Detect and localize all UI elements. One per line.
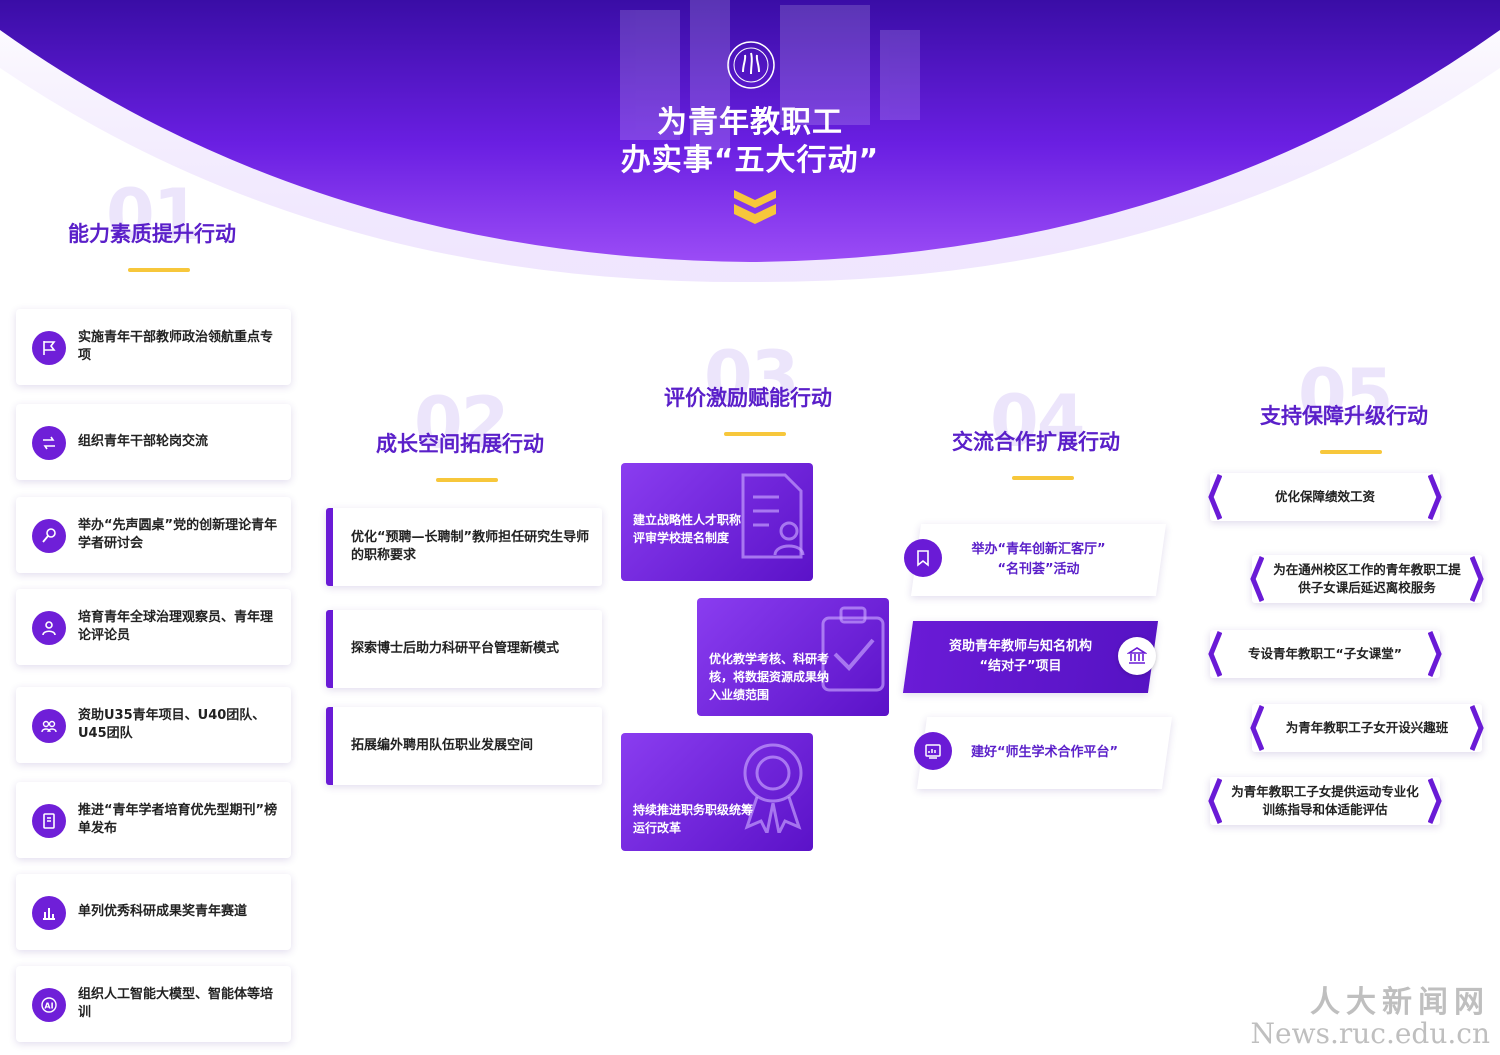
section-number-01: 01 [106, 174, 201, 256]
item-text: 为青年教职工子女提供运动专业化训练指导和体适能评估 [1231, 784, 1419, 817]
item-text: 优化“预聘—长聘制”教师担任研究生导师的职称要求 [351, 530, 590, 563]
section-03-item-1: 建立战略性人才职称评审学校提名制度 [621, 463, 813, 581]
item-text: 专设青年教职工“子女课堂” [1248, 646, 1402, 661]
section-05-item-5: 为青年教职工子女提供运动专业化训练指导和体适能评估 [1208, 777, 1442, 825]
section-number-03: 03 [704, 336, 799, 418]
section-01-item-1: 实施青年干部教师政治领航重点专项 [16, 309, 291, 385]
dashboard-icon [914, 732, 952, 770]
item-text: 优化教学考核、科研考核，将数据资源成果纳入业绩范围 [709, 652, 830, 702]
section-number-02: 02 [414, 382, 509, 464]
clipboard-check-icon [821, 606, 885, 692]
section-01-item-6: 推进“青年学者培育优先型期刊”榜单发布 [16, 782, 291, 858]
section-02-item-2: 探索博士后助力科研平台管理新模式 [326, 610, 602, 688]
chevron-down-icon [734, 190, 776, 224]
item-text: 推进“青年学者培育优先型期刊”榜单发布 [78, 803, 278, 836]
item-text: 资助U35青年项目、U40团队、U45团队 [78, 708, 266, 741]
bar-chart-icon [32, 896, 66, 930]
item-text-line-1: 举办“青年创新汇客厅” [971, 542, 1106, 557]
item-text-line-2: “结对子”项目 [979, 659, 1062, 674]
person-icon [32, 611, 66, 645]
item-text: 为青年教职工子女开设兴趣班 [1285, 720, 1449, 735]
section-05-item-3: 专设青年教职工“子女课堂” [1208, 630, 1442, 678]
watermark-line-1: 人大新闻网 [1310, 985, 1490, 1020]
item-text: 为在通州校区工作的青年教职工提供子女课后延迟离校服务 [1273, 562, 1461, 595]
section-underline-03 [724, 432, 786, 436]
bookmark-icon [904, 539, 942, 577]
section-title-01: 能力素质提升行动 [68, 222, 236, 246]
item-text: 持续推进职务职级统筹运行改革 [633, 803, 754, 835]
section-title-02: 成长空间拓展行动 [376, 432, 544, 456]
award-ribbon-icon [743, 743, 803, 833]
item-text-line-2: “名刊荟”活动 [997, 562, 1080, 577]
section-02-item-1: 优化“预聘—长聘制”教师担任研究生导师的职称要求 [326, 508, 602, 586]
section-underline-05 [1320, 450, 1382, 454]
microphone-icon [32, 519, 66, 553]
flag-icon [32, 331, 66, 365]
item-text: 探索博士后助力科研平台管理新模式 [351, 641, 560, 656]
item-text: 实施青年干部教师政治领航重点专项 [78, 330, 274, 363]
section-05-item-2: 为在通州校区工作的青年教职工提供子女课后延迟离校服务 [1250, 555, 1484, 603]
section-title-03: 评价激励赋能行动 [664, 386, 832, 410]
bracket-left-icon [1208, 474, 1222, 520]
watermark: 人大新闻网 News.ruc.edu.cn [1251, 987, 1490, 1049]
section-number-04: 04 [990, 380, 1085, 462]
hero-title-line-1: 为青年教职工 [657, 105, 843, 140]
bracket-right-icon [1428, 778, 1442, 824]
bracket-right-icon [1470, 705, 1484, 751]
section-underline-02 [436, 478, 498, 482]
section-03-item-3: 持续推进职务职级统筹运行改革 [621, 733, 813, 851]
item-text: 组织青年干部轮岗交流 [78, 434, 209, 449]
section-title-05: 支持保障升级行动 [1260, 404, 1428, 428]
rotate-icon [32, 426, 66, 460]
bracket-right-icon [1428, 631, 1442, 677]
university-logo [726, 40, 776, 90]
ai-icon: AI [32, 988, 66, 1022]
bracket-left-icon [1208, 778, 1222, 824]
section-01-item-3: 举办“先声圆桌”党的创新理论青年学者研讨会 [16, 497, 291, 573]
bracket-left-icon [1208, 631, 1222, 677]
item-text: 组织人工智能大模型、智能体等培训 [78, 987, 274, 1020]
item-text: 拓展编外聘用队伍职业发展空间 [351, 738, 534, 753]
institution-icon [1118, 637, 1156, 675]
section-01-item-8: AI 组织人工智能大模型、智能体等培训 [16, 966, 291, 1042]
section-number-05: 05 [1298, 354, 1393, 436]
item-text: 单列优秀科研成果奖青年赛道 [78, 904, 248, 919]
section-title-04: 交流合作扩展行动 [952, 430, 1120, 454]
item-text-line-1: 资助青年教师与知名机构 [948, 639, 1092, 654]
bracket-right-icon [1470, 556, 1484, 602]
bracket-right-icon [1428, 474, 1442, 520]
section-01-item-5: 资助U35青年项目、U40团队、U45团队 [16, 687, 291, 763]
journal-icon [32, 804, 66, 838]
section-03-item-2: 优化教学考核、科研考核，将数据资源成果纳入业绩范围 [697, 598, 889, 716]
bracket-left-icon [1250, 556, 1264, 602]
hero-title-line-2: 办实事“五大行动” [620, 143, 880, 178]
item-text: 建立战略性人才职称评审学校提名制度 [633, 513, 742, 545]
item-text: 培育青年全球治理观察员、青年理论评论员 [78, 610, 274, 643]
section-04-item-1: 举办“青年创新汇客厅” “名刊荟”活动 [910, 524, 1167, 596]
section-underline-01 [128, 268, 190, 272]
svg-text:AI: AI [44, 1002, 53, 1011]
section-04-item-3: 建好“师生学术合作平台” [916, 717, 1173, 789]
item-text-line-1: 建好“师生学术合作平台” [970, 745, 1119, 760]
section-02-item-3: 拓展编外聘用队伍职业发展空间 [326, 707, 602, 785]
item-text: 优化保障绩效工资 [1274, 489, 1375, 504]
section-01-item-2: 组织青年干部轮岗交流 [16, 404, 291, 480]
watermark-line-2: News.ruc.edu.cn [1250, 1017, 1490, 1050]
document-person-icon [741, 473, 805, 559]
hero-banner-background [0, 0, 1500, 283]
section-01-item-4: 培育青年全球治理观察员、青年理论评论员 [16, 589, 291, 665]
section-05-item-1: 优化保障绩效工资 [1208, 473, 1442, 521]
team-icon [32, 709, 66, 743]
section-underline-04 [1012, 476, 1074, 480]
item-text: 举办“先声圆桌”党的创新理论青年学者研讨会 [78, 518, 278, 551]
section-05-item-4: 为青年教职工子女开设兴趣班 [1250, 704, 1484, 752]
bracket-left-icon [1250, 705, 1264, 751]
section-01-item-7: 单列优秀科研成果奖青年赛道 [16, 874, 291, 950]
